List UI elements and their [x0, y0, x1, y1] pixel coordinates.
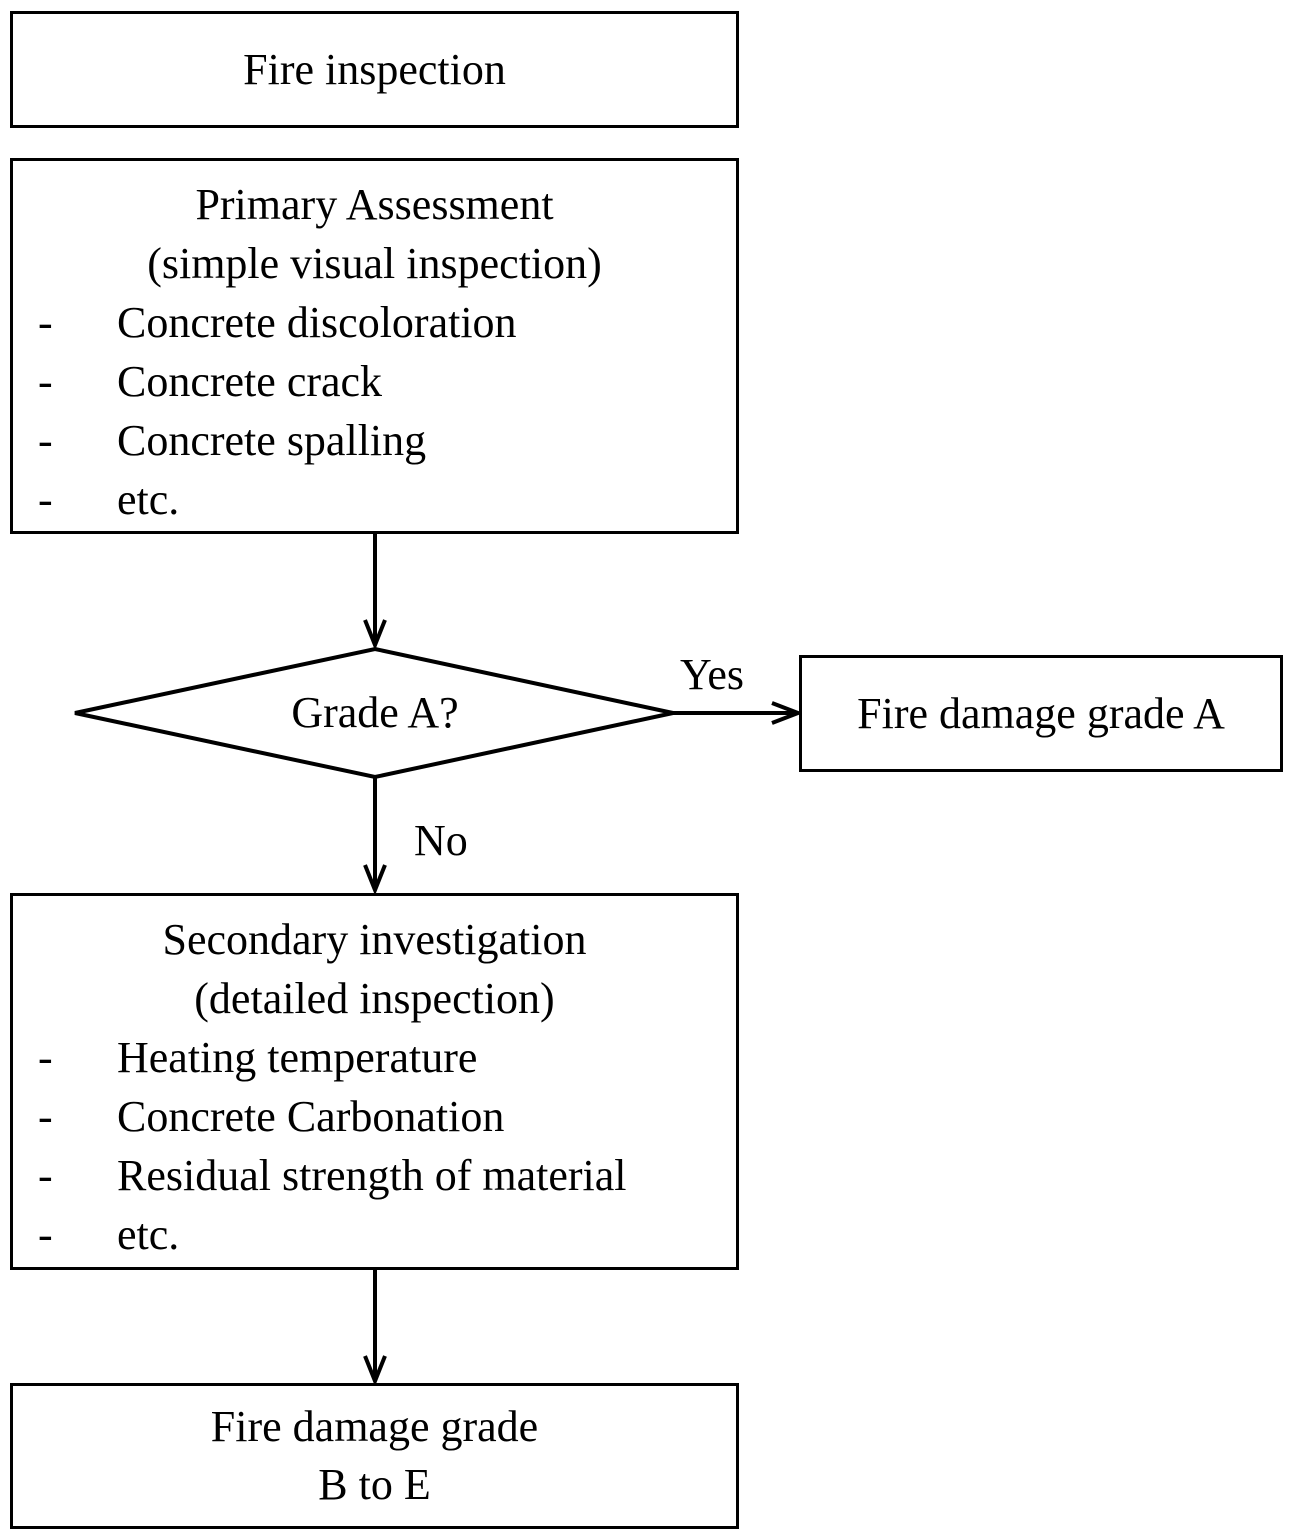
primary-assessment-box: Primary Assessment (simple visual inspec… [10, 158, 739, 534]
secondary-investigation-list: - Heating temperature - Concrete Carbona… [13, 1028, 736, 1264]
list-bullet: - [38, 475, 53, 524]
grade-b-to-e-line1: Fire damage grade [210, 1402, 539, 1451]
fire-inspection-label: Fire inspection [243, 44, 506, 94]
list-bullet: - [38, 1092, 53, 1141]
list-item-text: Concrete spalling [117, 416, 427, 465]
arrow-primary-to-decision [363, 533, 387, 651]
list-bullet: - [38, 1033, 53, 1082]
list-bullet: - [38, 298, 53, 347]
list-item-text: Concrete discoloration [117, 298, 517, 347]
primary-assessment-subtitle: (simple visual inspection) [147, 239, 602, 288]
list-bullet: - [38, 416, 53, 465]
arrow-secondary-to-grade-b-e [363, 1269, 387, 1387]
no-edge-label: No [414, 816, 468, 865]
list-item: - Concrete crack [13, 352, 736, 411]
primary-assessment-title: Primary Assessment [195, 180, 554, 229]
secondary-investigation-box: Secondary investigation (detailed inspec… [10, 893, 739, 1270]
fire-inspection-box: Fire inspection [10, 11, 739, 128]
list-item-text: Heating temperature [117, 1033, 478, 1082]
secondary-investigation-title: Secondary investigation [162, 915, 587, 964]
list-item-text: etc. [117, 1210, 180, 1259]
list-item-text: Residual strength of material [117, 1151, 627, 1200]
list-item: - Concrete Carbonation [13, 1087, 736, 1146]
list-bullet: - [38, 1210, 53, 1259]
grade-a-result-box: Fire damage grade A [799, 655, 1283, 772]
list-bullet: - [38, 1151, 53, 1200]
list-item-text: etc. [117, 475, 180, 524]
list-item-text: Concrete crack [117, 357, 383, 406]
decision-label: Grade A? [291, 688, 459, 737]
list-item-text: Concrete Carbonation [117, 1092, 505, 1141]
arrow-no-to-secondary [363, 777, 387, 896]
grade-b-to-e-result-box: Fire damage grade B to E [10, 1383, 739, 1529]
list-item: - etc. [13, 470, 736, 529]
list-bullet: - [38, 357, 53, 406]
list-item: - Concrete discoloration [13, 293, 736, 352]
list-item: - Heating temperature [13, 1028, 736, 1087]
list-item: - Residual strength of material [13, 1146, 736, 1205]
list-item: - etc. [13, 1205, 736, 1264]
grade-a-result-label: Fire damage grade A [857, 688, 1225, 738]
arrow-yes-to-grade-a [673, 701, 804, 725]
list-item: - Concrete spalling [13, 411, 736, 470]
grade-b-to-e-line2: B to E [318, 1460, 431, 1509]
primary-assessment-list: - Concrete discoloration - Concrete crac… [13, 293, 736, 529]
secondary-investigation-subtitle: (detailed inspection) [194, 974, 555, 1023]
yes-edge-label: Yes [680, 650, 745, 699]
